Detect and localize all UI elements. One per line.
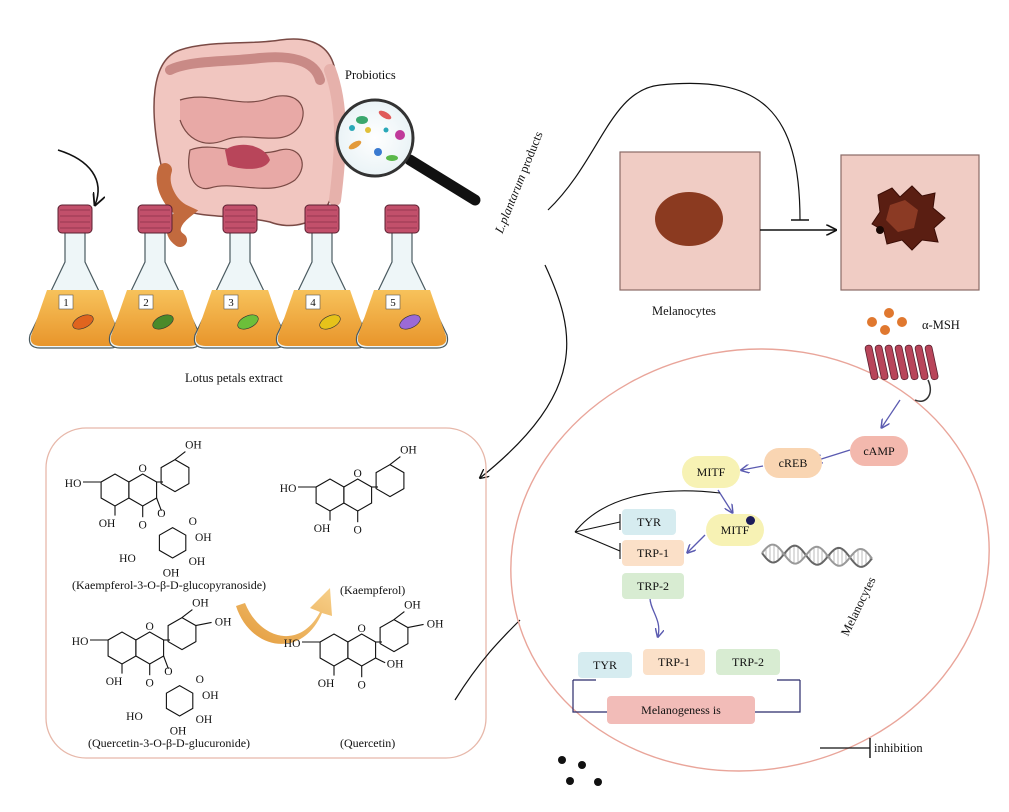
atom-label: OH: [192, 597, 209, 609]
tyr-box: TYR: [622, 509, 676, 535]
atom-label: OH: [215, 617, 232, 629]
quercetin-label: (Quercetin): [340, 736, 396, 750]
atom-label: O: [354, 524, 362, 536]
kaempferol-label: (Kaempferol): [340, 583, 406, 597]
atom-label: OH: [185, 439, 202, 451]
camp-node: cAMP: [850, 436, 908, 466]
magnifier-icon: [335, 98, 481, 206]
cell-membrane: [510, 348, 990, 772]
bacterium-icon: [399, 314, 421, 330]
atom-label: OH: [387, 659, 404, 671]
panel-connector: [454, 619, 521, 701]
flask-2: 2: [108, 204, 202, 349]
flask-number: 2: [143, 297, 149, 309]
atom-label: HO: [280, 483, 297, 495]
bottom-trp2-box: TRP-2: [716, 649, 780, 675]
atom-label: O: [157, 508, 165, 520]
flask-1: 1: [28, 204, 122, 349]
bottom-tyr-box: TYR: [578, 652, 632, 678]
amsh-label: α-MSH: [922, 318, 960, 332]
inhibition-legend-label: inhibition: [874, 741, 923, 755]
melanin-granules: [558, 756, 602, 786]
creb-node: cREB: [764, 448, 822, 478]
mitf-node-2: MITF: [706, 514, 764, 546]
melanocytes-label: Melanocytes: [652, 304, 716, 318]
products-arrow: [480, 264, 568, 478]
flask-number: 3: [228, 297, 234, 309]
atom-label: OH: [202, 690, 219, 702]
inhibition-curve-top: [547, 82, 801, 221]
atom-label: OH: [189, 556, 206, 568]
mitf-node-1: MITF: [682, 456, 740, 488]
flask-3: 3: [193, 204, 287, 349]
bacterium-icon: [319, 314, 341, 330]
lotus-extract-label: Lotus petals extract: [185, 371, 283, 385]
flask-number: 4: [310, 297, 316, 309]
melanogenesis-box: Melanogeness is: [607, 696, 755, 724]
trp2-box: TRP-2: [622, 573, 684, 599]
flask-number: 5: [390, 297, 396, 309]
receptor-icon: [864, 344, 939, 381]
amsh-molecules: [867, 308, 907, 335]
atom-label: HO: [72, 636, 89, 648]
atom-label: O: [146, 677, 154, 689]
atom-label: O: [358, 623, 366, 635]
bacterium-icon: [152, 314, 174, 330]
atom-label: OH: [314, 523, 331, 535]
atom-label: O: [146, 621, 154, 633]
atom-label: OH: [427, 619, 444, 631]
melanin-spot: [655, 192, 723, 246]
atom-label: O: [196, 674, 204, 686]
atom-label: OH: [318, 678, 335, 690]
intestine-illustration: [153, 38, 346, 247]
atom-label: OH: [163, 567, 180, 579]
dna-icon: [761, 543, 873, 568]
atom-label: OH: [170, 725, 187, 737]
atom-label: OH: [196, 714, 213, 726]
flask-4: 4: [275, 204, 369, 349]
bottom-trp1-box: TRP-1: [643, 649, 705, 675]
atom-label: O: [358, 679, 366, 691]
atom-label: HO: [119, 553, 136, 565]
flask-number: 1: [63, 297, 69, 309]
atom-label: OH: [195, 532, 212, 544]
bacterium-icon: [72, 314, 94, 330]
probiotics-label: Probiotics: [345, 68, 396, 82]
input-arrow: [57, 149, 98, 205]
trp1-box: TRP-1: [622, 540, 684, 566]
atom-label: OH: [404, 599, 421, 611]
atom-label: OH: [106, 676, 123, 688]
bacterium-icon: [237, 314, 259, 330]
atom-label: O: [164, 666, 172, 678]
flask-5: 5: [355, 204, 449, 349]
atom-label: O: [189, 516, 197, 528]
quercetin-glucuronide-label: (Quercetin-3-O-β-D-glucuronide): [88, 736, 251, 750]
kaempferol-glucoside-label: (Kaempferol-3-O-β-D-glucopyranoside): [72, 578, 267, 592]
atom-label: OH: [99, 518, 116, 530]
molecule-panel: [45, 427, 487, 759]
conversion-arrow: [236, 588, 332, 644]
atom-label: HO: [284, 638, 301, 650]
atom-label: O: [139, 519, 147, 531]
atom-label: OH: [400, 444, 417, 456]
flask-row: 1 2 3 4 5: [28, 204, 449, 349]
atom-label: HO: [126, 711, 143, 723]
atom-label: HO: [65, 478, 82, 490]
phospho-dot: [746, 516, 755, 525]
atom-label: O: [139, 463, 147, 475]
atom-label: O: [354, 468, 362, 480]
